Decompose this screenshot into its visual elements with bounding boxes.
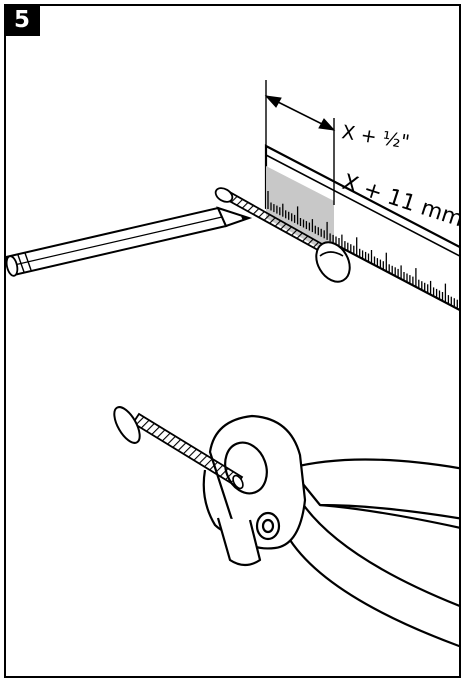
pencil-icon bbox=[6, 206, 253, 277]
dimension-arrow-left-icon bbox=[264, 95, 282, 108]
ruler bbox=[264, 144, 459, 311]
illustration-frame bbox=[4, 4, 461, 678]
step-number: 5 bbox=[13, 7, 30, 33]
imperial-measurement-label: X + ½" bbox=[340, 121, 411, 153]
pliers-icon bbox=[202, 414, 459, 648]
dimension-arrow-right-icon bbox=[318, 118, 336, 131]
ruler-shaded-section bbox=[266, 166, 334, 256]
dimension-marker bbox=[264, 80, 336, 205]
screw-in-pliers bbox=[113, 406, 244, 490]
screw-on-ruler bbox=[214, 187, 351, 283]
step-number-badge: 5 bbox=[4, 4, 40, 36]
ruler-ticks bbox=[267, 191, 458, 308]
